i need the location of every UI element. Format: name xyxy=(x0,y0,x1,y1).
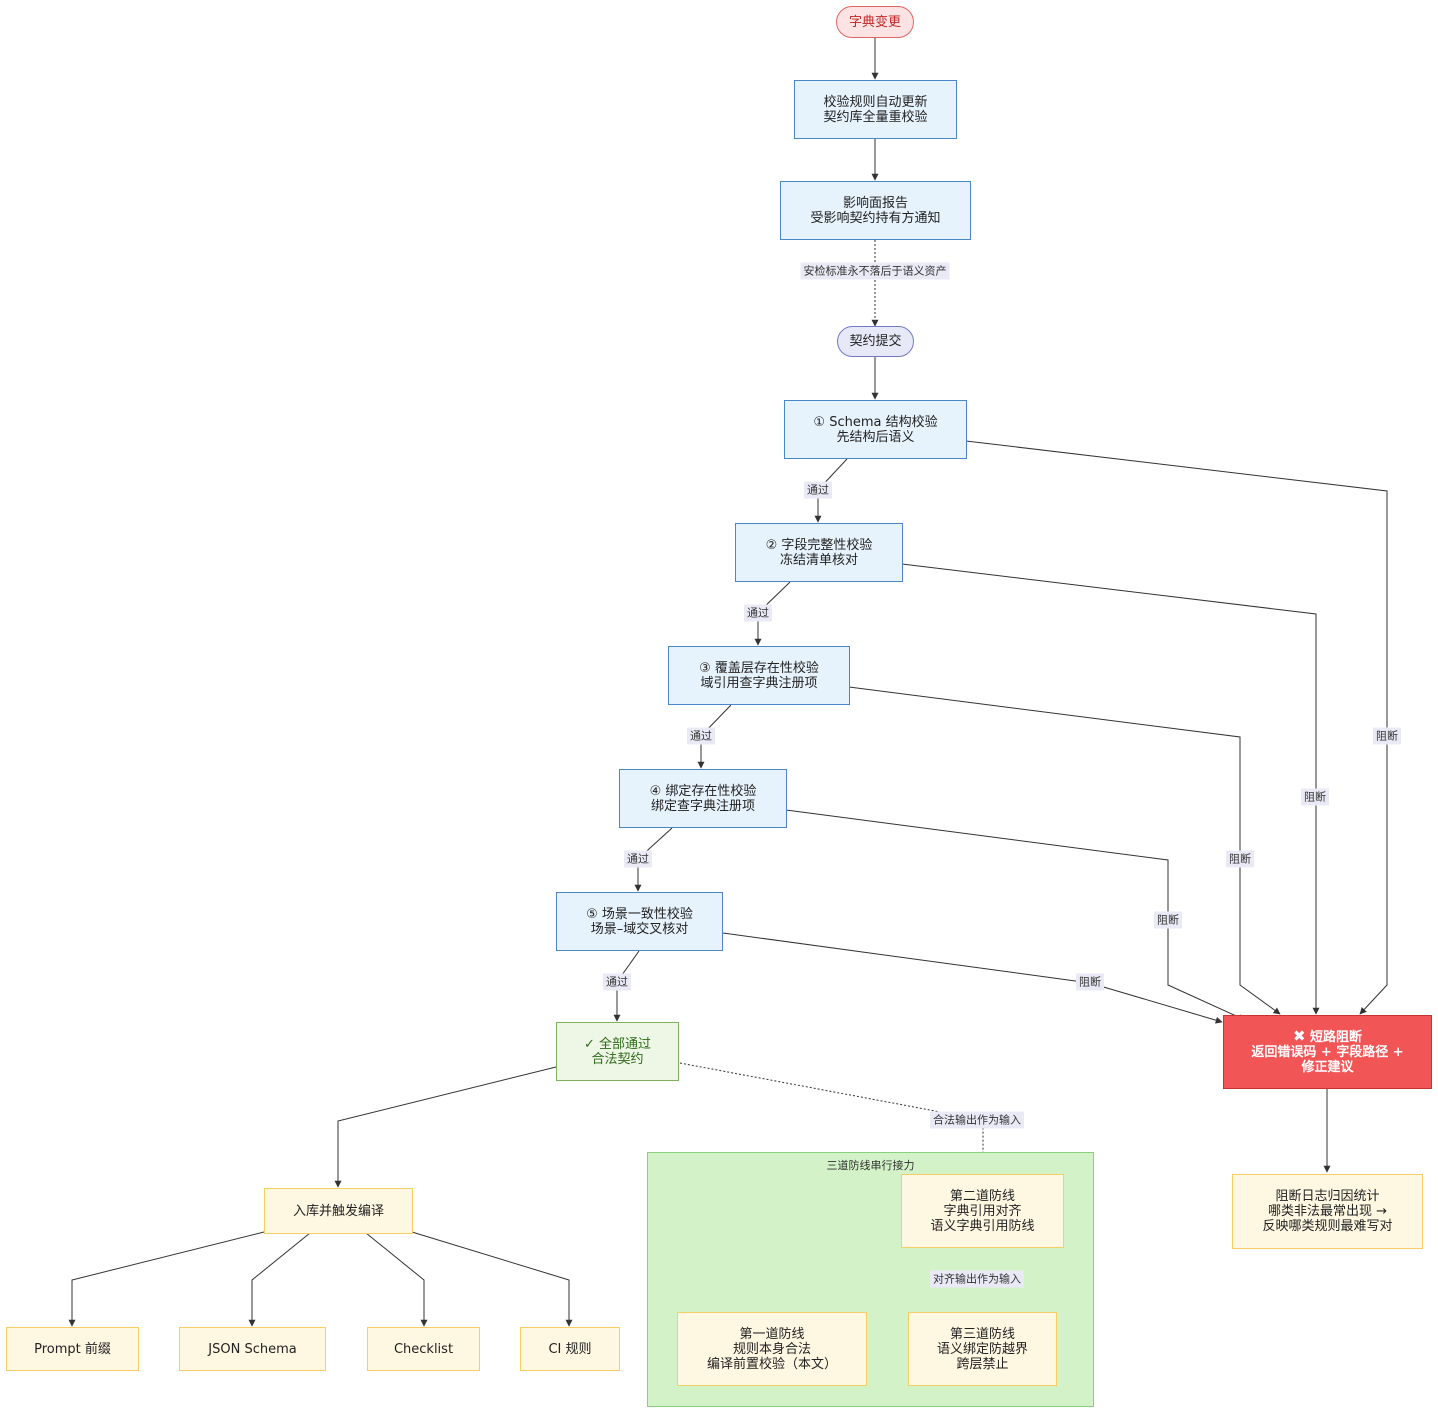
check5-line2: 场景–域交叉核对 xyxy=(590,921,689,937)
short-circuit-line2: 返回错误码 + 字段路径 + xyxy=(1251,1045,1404,1060)
check4-node[interactable]: ④ 绑定存在性校验 绑定查字典注册项 xyxy=(619,769,787,828)
defense1-node[interactable]: 第一道防线 规则本身合法 编译前置校验（本文） xyxy=(677,1312,867,1386)
output-json-schema-node[interactable]: JSON Schema xyxy=(179,1327,326,1371)
defense-group-title: 三道防线串行接力 xyxy=(826,1159,915,1172)
check1-node[interactable]: ① Schema 结构校验 先结构后语义 xyxy=(784,400,967,459)
edge-label-pass-4: 通过 xyxy=(624,850,652,868)
edge-label-pass-5: 通过 xyxy=(603,973,631,991)
output-checklist-label: Checklist xyxy=(393,1341,454,1357)
edge-ingest-schema xyxy=(248,1232,311,1327)
edge-label-pass-3: 通过 xyxy=(687,727,715,745)
block-log-line1: 阻断日志归因统计 xyxy=(1275,1189,1380,1204)
edge-label-block-5: 阻断 xyxy=(1076,973,1104,991)
edge-label-aligned-output: 对齐输出作为输入 xyxy=(930,1270,1024,1288)
check3-line1: ③ 覆盖层存在性校验 xyxy=(699,660,819,676)
check1-line1: ① Schema 结构校验 xyxy=(813,414,938,430)
edge-label-legal-output: 合法输出作为输入 xyxy=(930,1111,1024,1129)
edge-label-pass-1: 通过 xyxy=(804,481,832,499)
edge-label-block-1: 阻断 xyxy=(1373,727,1401,745)
block-log-line2: 哪类非法最常出现 → xyxy=(1267,1204,1388,1219)
edge-label-block-4: 阻断 xyxy=(1154,911,1182,929)
check2-line2: 冻结清单核对 xyxy=(779,552,858,568)
defense2-node[interactable]: 第二道防线 字典引用对齐 语义字典引用防线 xyxy=(901,1174,1064,1248)
ingest-label: 入库并触发编译 xyxy=(292,1203,384,1219)
impact-report-line1: 影响面报告 xyxy=(842,195,908,211)
edge-check3-block xyxy=(848,686,1281,1015)
check4-line1: ④ 绑定存在性校验 xyxy=(649,783,757,799)
block-log-node[interactable]: 阻断日志归因统计 哪类非法最常出现 → 反映哪类规则最难写对 xyxy=(1232,1174,1423,1249)
defense3-node[interactable]: 第三道防线 语义绑定防越界 跨层禁止 xyxy=(908,1312,1057,1386)
rule-update-line1: 校验规则自动更新 xyxy=(823,94,928,110)
check2-line1: ② 字段完整性校验 xyxy=(765,537,873,553)
defense3-line3: 跨层禁止 xyxy=(956,1356,1009,1372)
rule-update-node[interactable]: 校验规则自动更新 契约库全量重校验 xyxy=(794,80,957,139)
output-prompt-node[interactable]: Prompt 前缀 xyxy=(6,1327,139,1371)
output-checklist-node[interactable]: Checklist xyxy=(367,1327,480,1371)
defense3-line1: 第三道防线 xyxy=(949,1326,1015,1342)
short-circuit-node[interactable]: ✖ 短路阻断 返回错误码 + 字段路径 + 修正建议 xyxy=(1223,1015,1432,1089)
short-circuit-title: 短路阻断 xyxy=(1310,1030,1363,1045)
edge-check5-block xyxy=(722,932,1223,1024)
all-pass-node[interactable]: ✓ 全部通过 合法契约 xyxy=(556,1022,679,1081)
check5-line1: ⑤ 场景一致性校验 xyxy=(586,906,693,922)
check1-line2: 先结构后语义 xyxy=(836,429,915,445)
edge-allpass-ingest xyxy=(334,1066,557,1188)
all-pass-line2: 合法契约 xyxy=(591,1051,644,1067)
output-ci-node[interactable]: CI 规则 xyxy=(520,1327,620,1371)
contract-submit-node[interactable]: 契约提交 xyxy=(837,326,914,357)
edge-ingest-prompt xyxy=(68,1231,265,1327)
output-json-schema-label: JSON Schema xyxy=(208,1341,297,1357)
output-prompt-label: Prompt 前缀 xyxy=(34,1341,111,1357)
dict-change-node[interactable]: 字典变更 xyxy=(836,6,914,38)
all-pass-line1: ✓ 全部通过 xyxy=(583,1036,652,1052)
defense2-line1: 第二道防线 xyxy=(949,1188,1015,1204)
rule-update-line2: 契约库全量重校验 xyxy=(823,109,928,125)
impact-report-line2: 受影响契约持有方通知 xyxy=(810,210,941,226)
defense3-line2: 语义绑定防越界 xyxy=(936,1341,1028,1357)
impact-report-node[interactable]: 影响面报告 受影响契约持有方通知 xyxy=(780,181,971,240)
defense2-line3: 语义字典引用防线 xyxy=(930,1218,1035,1234)
edge-ingest-ci xyxy=(411,1231,573,1327)
block-log-line3: 反映哪类规则最难写对 xyxy=(1262,1219,1393,1234)
defense1-line1: 第一道防线 xyxy=(739,1326,805,1342)
short-circuit-line3: 修正建议 xyxy=(1301,1060,1354,1075)
defense1-line3: 编译前置校验（本文） xyxy=(706,1356,837,1372)
defense1-line2: 规则本身合法 xyxy=(732,1341,811,1357)
defense2-line2: 字典引用对齐 xyxy=(943,1203,1022,1219)
contract-submit-label: 契约提交 xyxy=(849,334,902,349)
check4-line2: 绑定查字典注册项 xyxy=(650,798,755,814)
check3-line2: 域引用查字典注册项 xyxy=(700,675,818,691)
edge-label-block-2: 阻断 xyxy=(1301,788,1329,806)
cross-mark-icon: ✖ xyxy=(1292,1027,1306,1045)
check3-node[interactable]: ③ 覆盖层存在性校验 域引用查字典注册项 xyxy=(668,646,850,705)
edge-label-pass-2: 通过 xyxy=(744,604,772,622)
edge-check2-block xyxy=(901,563,1320,1015)
check2-node[interactable]: ② 字段完整性校验 冻结清单核对 xyxy=(735,523,903,582)
edge-label-standard: 安检标准永不落后于语义资产 xyxy=(800,262,950,280)
dict-change-label: 字典变更 xyxy=(848,14,901,30)
output-ci-label: CI 规则 xyxy=(548,1341,592,1357)
ingest-node[interactable]: 入库并触发编译 xyxy=(264,1188,413,1234)
edge-ingest-checklist xyxy=(365,1232,428,1327)
check5-node[interactable]: ⑤ 场景一致性校验 场景–域交叉核对 xyxy=(556,892,723,951)
short-circuit-line1: ✖ 短路阻断 xyxy=(1292,1027,1363,1046)
edge-label-block-3: 阻断 xyxy=(1226,850,1254,868)
